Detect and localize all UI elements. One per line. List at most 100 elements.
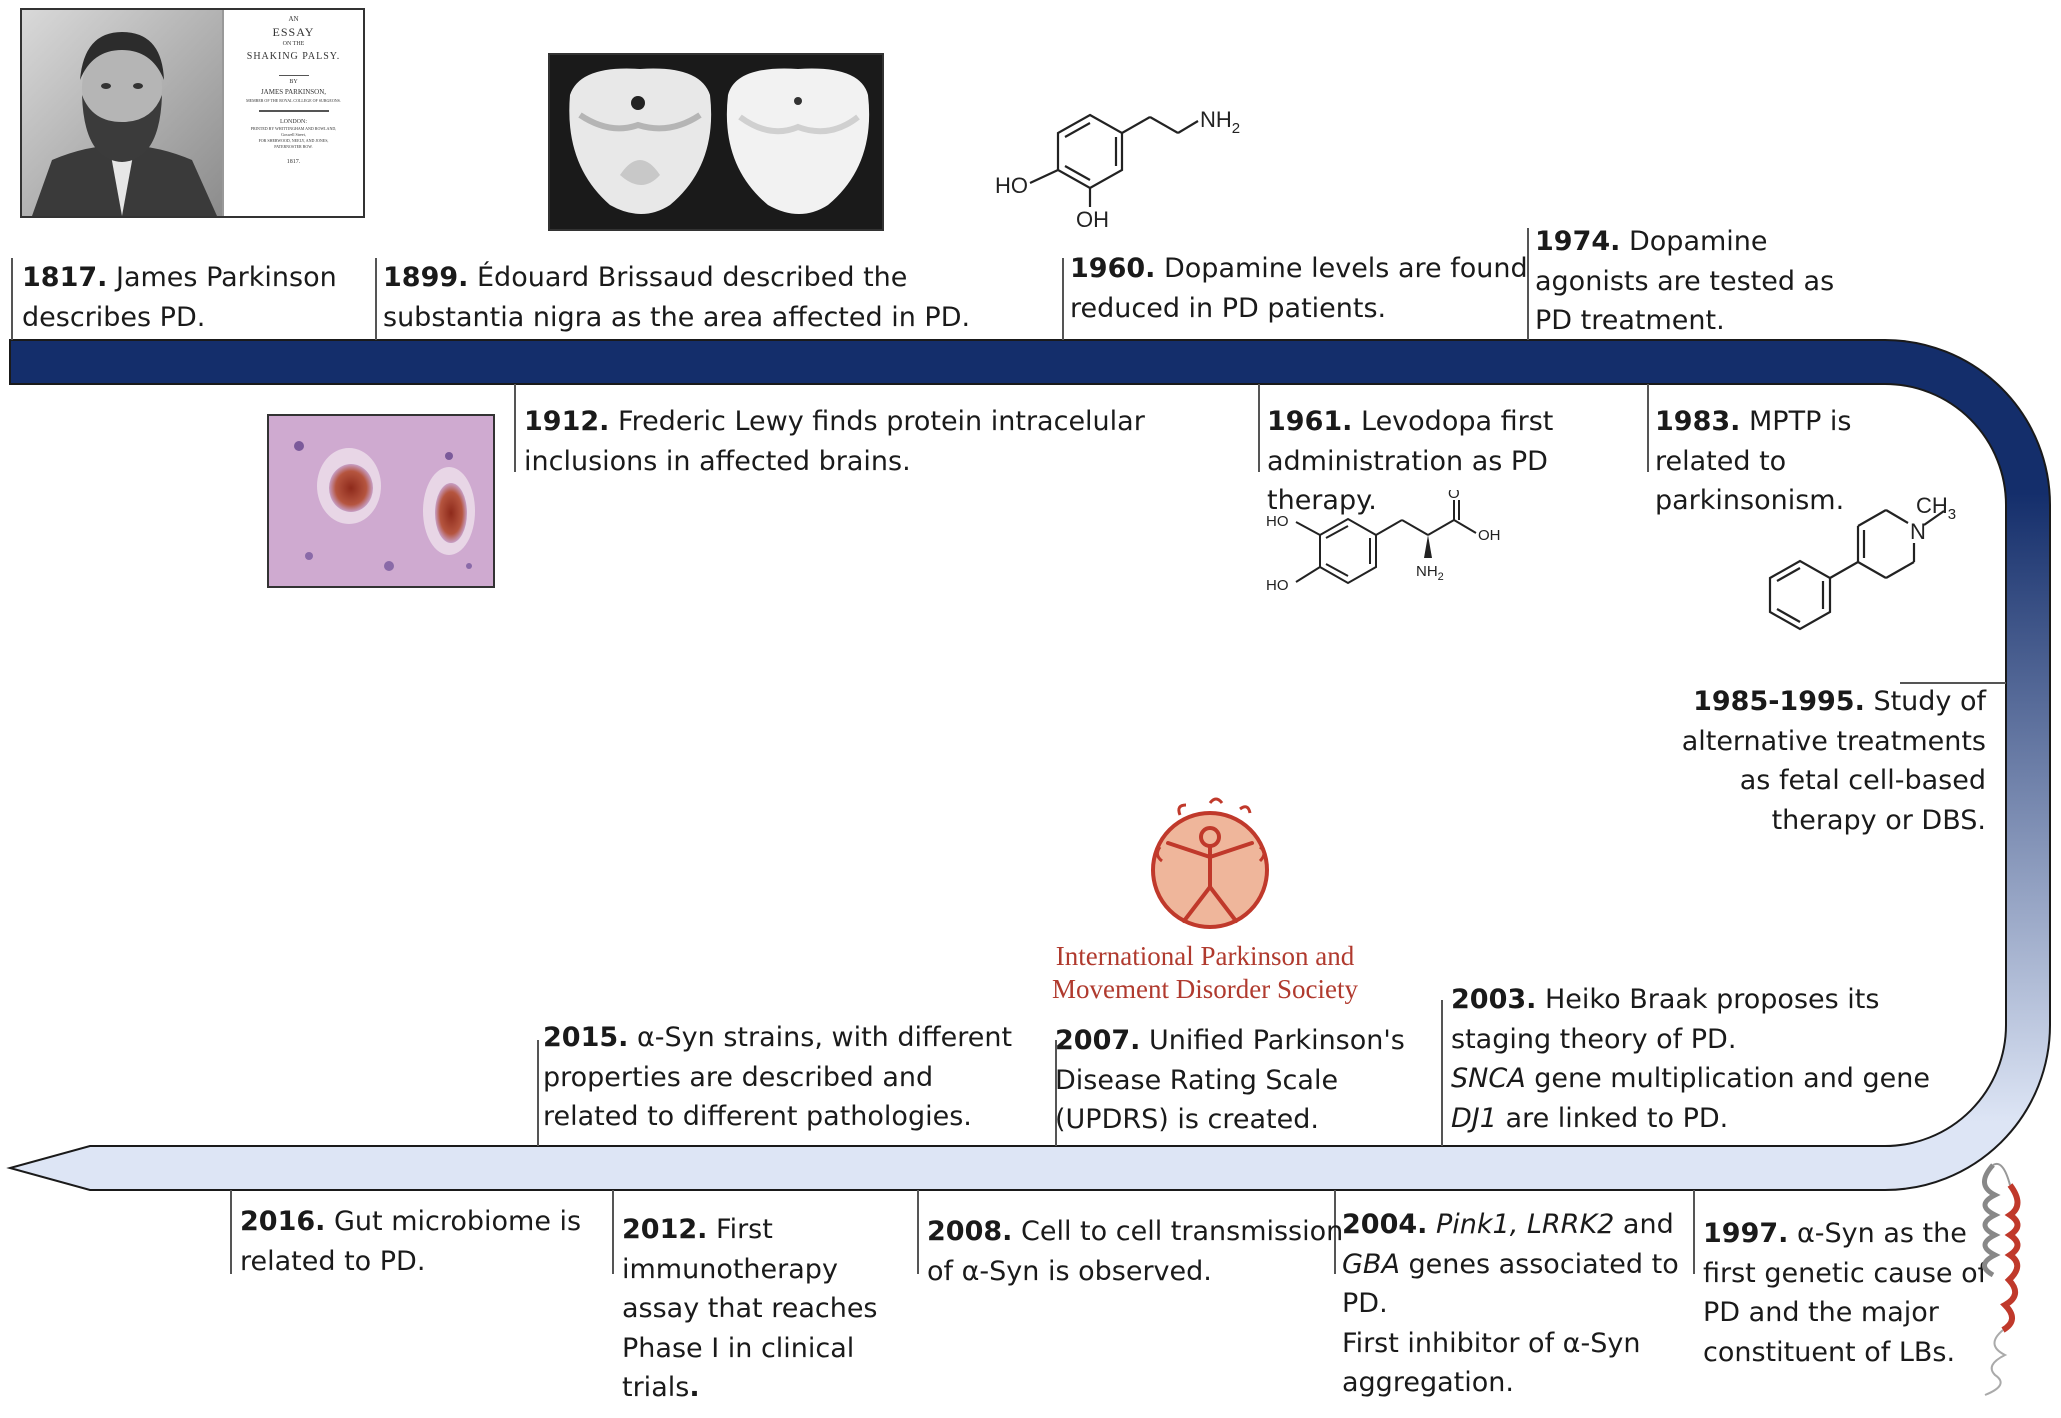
event-text: administration as PD: [1267, 445, 1548, 477]
dopamine-structure: NH2 HO OH: [995, 107, 1240, 232]
levodopa-ho1: HO: [1266, 513, 1289, 530]
event-line: 1817. James Parkinson: [22, 258, 337, 298]
event-line: SNCA gene multiplication and gene: [1451, 1059, 1930, 1099]
event-line: reduced in PD patients.: [1070, 289, 1528, 329]
levodopa-sub2: 2: [1438, 571, 1444, 583]
event-line: constituent of LBs.: [1703, 1333, 1987, 1373]
brainstem-sections-image: [548, 53, 884, 231]
event-line: 1961. Levodopa first: [1267, 402, 1553, 442]
tick-2004: [1334, 1190, 1336, 1274]
event-text: and: [1614, 1209, 1674, 1240]
event-year: 1912.: [524, 406, 610, 437]
mptp-structure: N CH3: [1768, 493, 1956, 631]
event-text: are linked to PD.: [1496, 1102, 1729, 1134]
event-year: 2008.: [927, 1216, 1013, 1247]
mds-logo-line1: International Parkinson and: [1055, 941, 1355, 971]
event-text: reduced in PD patients.: [1070, 292, 1387, 324]
dopamine-sub2: 2: [1232, 120, 1240, 137]
event-text: substantia nigra as the area affected in…: [383, 301, 971, 333]
event-text: Study of: [1873, 686, 1986, 717]
event-text: of α-Syn is observed.: [927, 1255, 1212, 1287]
event-year: 2003.: [1451, 984, 1537, 1015]
event-text: Gut microbiome is: [334, 1206, 582, 1237]
event-line: (UPDRS) is created.: [1055, 1100, 1405, 1140]
event-line: 1960. Dopamine levels are found: [1070, 249, 1528, 289]
essay-word: ESSAY: [272, 25, 315, 39]
event-text: James Parkinson: [116, 262, 337, 293]
event-line: 2012. First: [622, 1210, 878, 1250]
event-year: 2016.: [240, 1206, 326, 1237]
event-text: Cell to cell transmission: [1021, 1216, 1344, 1247]
event-year: 1817.: [22, 262, 108, 293]
event-line: therapy.: [1267, 481, 1553, 521]
event-line: 1974. Dopamine: [1535, 222, 1834, 262]
event-line: PD.: [1342, 1284, 1679, 1324]
event-text: α-Syn strains, with different: [637, 1022, 1013, 1053]
tick-2008: [917, 1190, 919, 1274]
dopamine-nh: NH: [1200, 107, 1232, 132]
tick-2012: [612, 1190, 614, 1274]
event-line: describes PD.: [22, 298, 337, 338]
event-line: First inhibitor of α-Syn: [1342, 1324, 1679, 1364]
event-text: Phase I in clinical: [622, 1332, 855, 1364]
event-text: Dopamine: [1629, 226, 1768, 257]
mptp-sub3: 3: [1948, 506, 1956, 523]
event-text: Levodopa first: [1361, 406, 1554, 437]
event-line: alternative treatments: [1682, 722, 1986, 762]
event-line: 2016. Gut microbiome is: [240, 1202, 581, 1242]
event-line: related to different pathologies.: [543, 1097, 1012, 1137]
event-text: DJ1: [1451, 1102, 1497, 1134]
svg-text:CH3: CH3: [1916, 493, 1956, 523]
event-text: aggregation.: [1342, 1367, 1514, 1398]
event-text: Unified Parkinson's: [1149, 1025, 1405, 1056]
event-text: constituent of LBs.: [1703, 1336, 1956, 1368]
event-text: as fetal cell-based: [1739, 765, 1986, 796]
event-text: related to different pathologies.: [543, 1101, 972, 1132]
event-line: properties are described and: [543, 1058, 1012, 1098]
event-text: alternative treatments: [1681, 725, 1986, 757]
tick-1817: [11, 258, 13, 340]
mds-logo-line2: Movement Disorder Society: [1052, 974, 1358, 1004]
essay-paternoster: PATERNOSTER ROW.: [274, 144, 313, 149]
event-line: administration as PD: [1267, 442, 1553, 482]
event-year: 1983.: [1655, 406, 1741, 437]
event-text: Heiko Braak proposes its: [1545, 984, 1880, 1015]
parkinson-portrait-essay-image: AN ESSAY ON THE SHAKING PALSY. BY JAMES …: [20, 8, 365, 218]
event-text: describes PD.: [22, 301, 206, 333]
event-line: 2015. α-Syn strains, with different: [543, 1018, 1012, 1058]
event-line: first genetic cause of: [1703, 1254, 1987, 1294]
essay-printed: PRINTED BY WHITTINGHAM AND ROWLAND,: [250, 126, 337, 131]
event-year: 1997.: [1703, 1218, 1789, 1249]
event-year: 2012.: [622, 1214, 708, 1245]
event-line: related to PD.: [240, 1242, 581, 1282]
event-line: 1985-1995. Study of: [1682, 682, 1986, 722]
timeline-arrow: [6, 339, 2051, 1191]
event-line: inclusions in affected brains.: [524, 442, 1145, 482]
event-line: agonists are tested as: [1535, 262, 1834, 302]
event-line: aggregation.: [1342, 1363, 1679, 1403]
dopamine-ho: HO: [995, 173, 1028, 198]
event-text: PD and the major: [1703, 1297, 1939, 1328]
tick-2003: [1441, 1000, 1443, 1146]
mptp-n: N: [1910, 519, 1926, 544]
event-line: GBA genes associated to: [1342, 1245, 1679, 1285]
svg-text:NH2: NH2: [1416, 563, 1444, 583]
tick-1961: [1258, 384, 1260, 472]
event-text: therapy or DBS.: [1771, 804, 1986, 836]
event-text: α-Syn as the: [1797, 1218, 1967, 1249]
event-line: Disease Rating Scale: [1055, 1061, 1405, 1101]
event-text: trials: [622, 1372, 690, 1403]
event-1997: 1997. α-Syn as the first genetic cause of…: [1703, 1214, 1987, 1372]
event-text: assay that reaches: [622, 1293, 878, 1324]
event-line: as fetal cell-based: [1682, 761, 1986, 801]
tick-2007: [1055, 1040, 1057, 1146]
